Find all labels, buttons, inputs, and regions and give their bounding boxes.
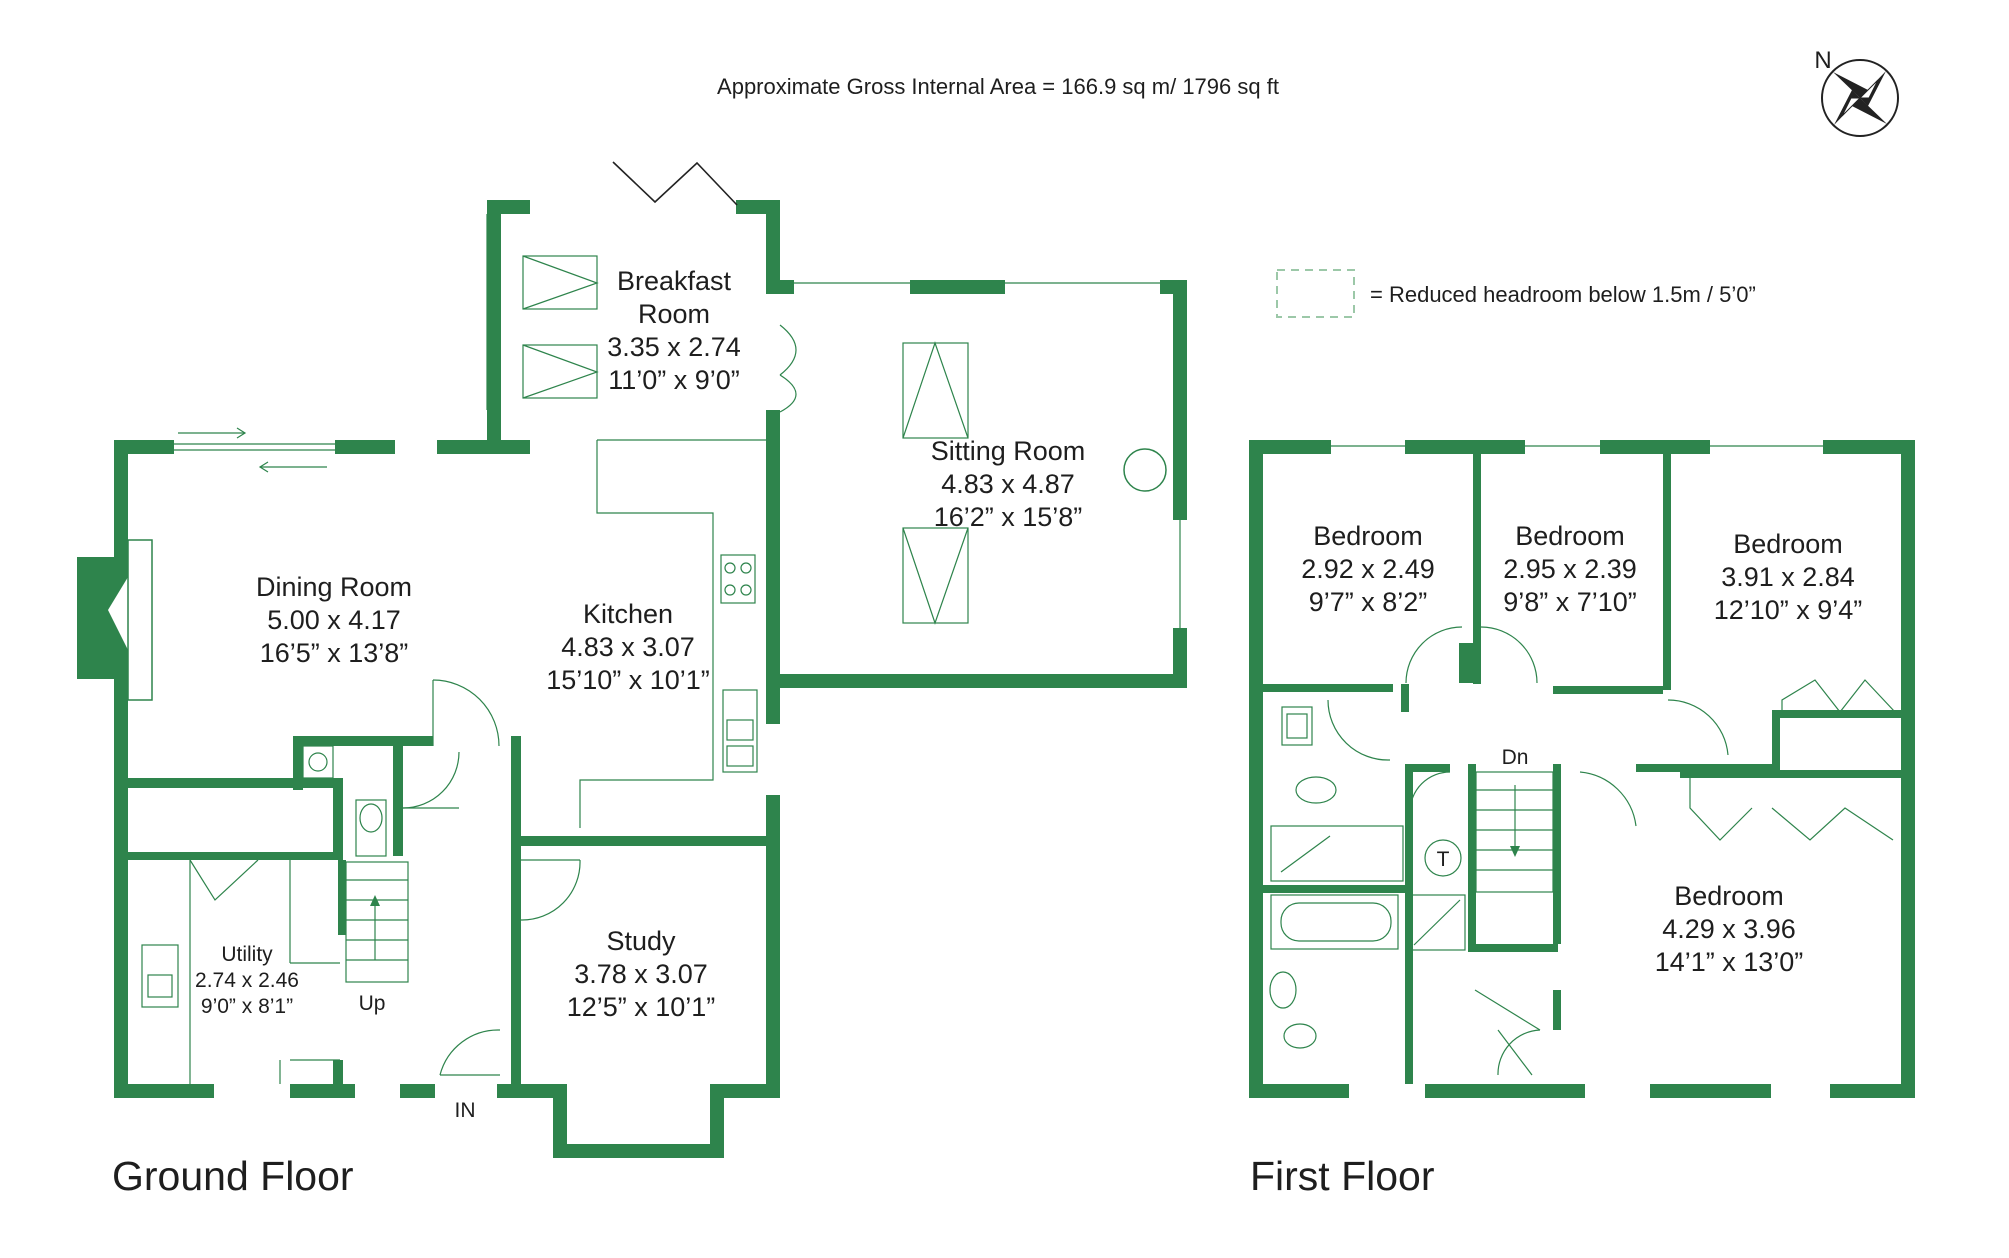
svg-text:4.83 x 4.87: 4.83 x 4.87 [941, 469, 1075, 499]
svg-text:4.83 x 3.07: 4.83 x 3.07 [561, 632, 695, 662]
svg-text:Bedroom: Bedroom [1733, 529, 1843, 559]
svg-text:14’1” x 13’0”: 14’1” x 13’0” [1655, 947, 1804, 977]
svg-text:Dining Room: Dining Room [256, 572, 412, 602]
ground-floor-stairs [345, 861, 409, 983]
svg-text:Study: Study [606, 926, 676, 956]
skylight-icon [522, 255, 969, 625]
first-floor-stairs [1475, 771, 1554, 893]
svg-text:Bedroom: Bedroom [1674, 881, 1784, 911]
svg-text:3.78 x 3.07: 3.78 x 3.07 [574, 959, 708, 989]
svg-text:Up: Up [359, 992, 386, 1015]
svg-text:Dn: Dn [1502, 746, 1529, 769]
svg-text:= Reduced headroom below 1.5m: = Reduced headroom below 1.5m / 5’0” [1370, 282, 1756, 307]
gross-internal-area: Approximate Gross Internal Area = 166.9 … [717, 74, 1279, 99]
first-floor-plan: T Bedroom 2.92 x 2.49 9’7” x 8’2” Bedroo… [1249, 440, 1915, 1199]
svg-text:3.91 x 2.84: 3.91 x 2.84 [1721, 562, 1855, 592]
svg-text:12’5” x 10’1”: 12’5” x 10’1” [567, 992, 716, 1022]
first-floor-title: First Floor [1250, 1153, 1435, 1199]
headroom-legend: = Reduced headroom below 1.5m / 5’0” [1276, 269, 1756, 318]
svg-text:9’8” x 7’10”: 9’8” x 7’10” [1503, 587, 1637, 617]
svg-text:Sitting Room: Sitting Room [931, 436, 1086, 466]
svg-text:Utility: Utility [221, 943, 273, 966]
svg-text:IN: IN [455, 1099, 476, 1122]
svg-text:16’5” x 13’8”: 16’5” x 13’8” [260, 638, 409, 668]
svg-text:Bedroom: Bedroom [1515, 521, 1625, 551]
svg-text:5.00 x 4.17: 5.00 x 4.17 [267, 605, 401, 635]
svg-text:Breakfast: Breakfast [617, 266, 732, 296]
compass-icon: N [1814, 47, 1899, 137]
svg-text:2.95 x 2.39: 2.95 x 2.39 [1503, 554, 1637, 584]
svg-text:16’2” x 15’8”: 16’2” x 15’8” [934, 502, 1083, 532]
svg-text:2.92 x 2.49: 2.92 x 2.49 [1301, 554, 1435, 584]
svg-text:9’7” x 8’2”: 9’7” x 8’2” [1309, 587, 1428, 617]
ground-floor-title: Ground Floor [112, 1153, 354, 1199]
ground-floor-plan: Breakfast Room 3.35 x 2.74 11’0” x 9’0” … [77, 161, 1187, 1199]
svg-text:T: T [1437, 848, 1450, 871]
svg-text:4.29 x 3.96: 4.29 x 3.96 [1662, 914, 1796, 944]
svg-text:15’10” x 10’1”: 15’10” x 10’1” [546, 665, 710, 695]
svg-text:11’0” x 9’0”: 11’0” x 9’0” [608, 365, 740, 395]
svg-text:N: N [1814, 47, 1831, 74]
svg-text:Room: Room [638, 299, 710, 329]
svg-text:3.35 x 2.74: 3.35 x 2.74 [607, 332, 741, 362]
svg-text:2.74 x 2.46: 2.74 x 2.46 [195, 969, 299, 992]
svg-text:12’10” x 9’4”: 12’10” x 9’4” [1714, 595, 1863, 625]
svg-text:Kitchen: Kitchen [583, 599, 673, 629]
svg-text:9’0” x 8’1”: 9’0” x 8’1” [201, 995, 293, 1018]
svg-text:Bedroom: Bedroom [1313, 521, 1423, 551]
